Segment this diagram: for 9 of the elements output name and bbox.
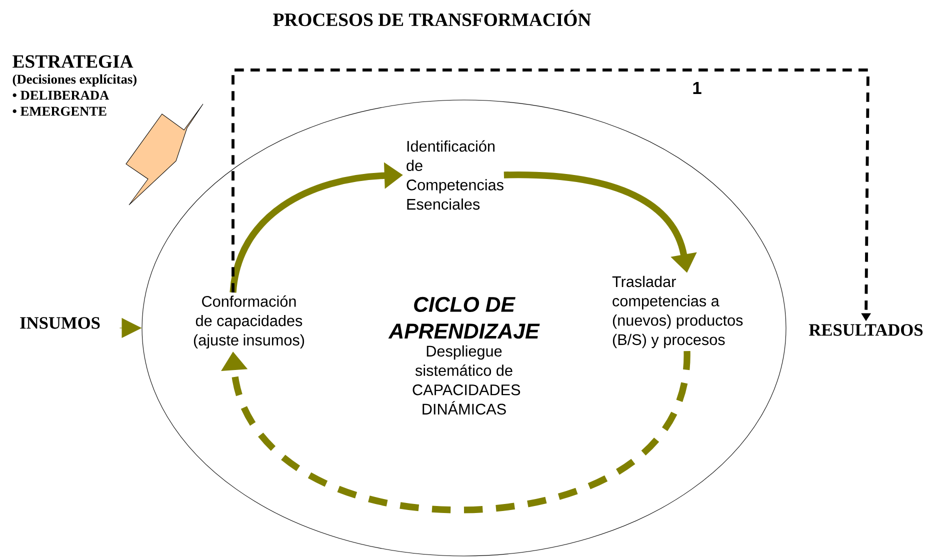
- stage-text: Conformación de capacidades (ajuste insumos): [194, 295, 304, 349]
- flow-label: RESULTADOS: [808, 324, 923, 336]
- title: PROCESOS DE TRANSFORMACIÓN: [273, 10, 591, 26]
- flow-label: INSUMOS: [20, 317, 100, 329]
- strategy-text: ESTRATEGIA (Decisiones explícitas) • DELIBERADA • EMERGENTE: [12, 55, 136, 116]
- stage-text: Identificación de Competencias Esenciales: [406, 140, 504, 210]
- edge-label: 1: [690, 80, 704, 96]
- stage-text: Trasladar competencias a (nuevos) productos (B/S) y procesos: [612, 276, 743, 348]
- arrow: [221, 350, 690, 514]
